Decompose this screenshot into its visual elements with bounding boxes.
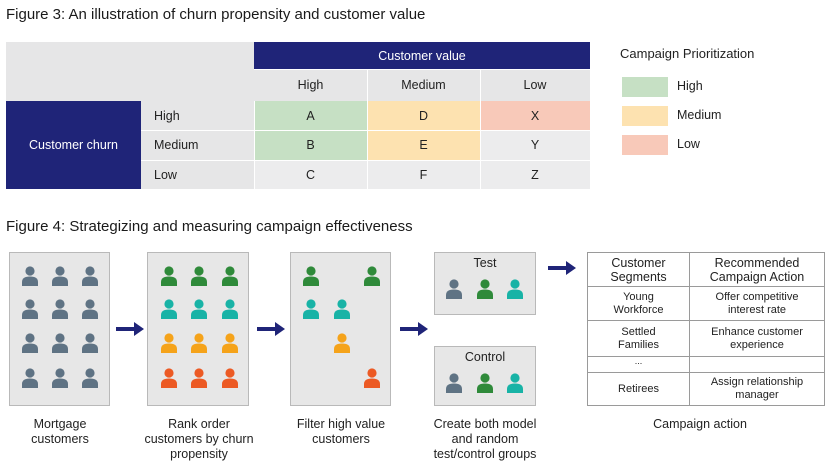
person-icon [303, 299, 319, 319]
person-icon [191, 266, 207, 286]
matrix-cell-c: C [254, 160, 367, 189]
priority-legend: Campaign Prioritization High Medium Low [620, 46, 820, 166]
table-divider [588, 372, 824, 373]
grid-line [254, 101, 255, 189]
figure3-title: Figure 3: An illustration of churn prope… [6, 6, 426, 23]
table-header-segments: Customer Segments [610, 255, 667, 284]
person-icon [22, 266, 38, 286]
person-icon [82, 368, 98, 388]
person-icon [161, 266, 177, 286]
flow-arrow-icon [400, 322, 428, 336]
matrix-corner [6, 42, 254, 101]
matrix-row-header: Customer churn [6, 101, 141, 189]
table-cell-segment: Retirees [618, 382, 659, 395]
table-divider [588, 320, 824, 321]
flow-arrow-icon [257, 322, 285, 336]
row-level-high: High [141, 101, 254, 130]
legend-title: Campaign Prioritization [620, 46, 755, 61]
person-icon [22, 333, 38, 353]
table-cell-action: Offer competitive interest rate [715, 290, 799, 316]
caption-rank-order: Rank order customers by churn propensity [144, 417, 254, 461]
person-icon [222, 368, 238, 388]
matrix-cell-z: Z [480, 160, 590, 189]
churn-value-matrix: Customer value High Medium Low Customer … [6, 42, 590, 189]
person-icon [22, 299, 38, 319]
grid-line [254, 69, 590, 70]
legend-swatch-low [622, 135, 668, 155]
matrix-cell-f: F [367, 160, 480, 189]
grid-line [141, 130, 590, 131]
control-group-label: Control [464, 350, 506, 364]
person-icon [82, 299, 98, 319]
person-icon [191, 299, 207, 319]
person-icon [161, 368, 177, 388]
matrix-col-header: Customer value [254, 42, 590, 69]
table-cell-empty [690, 357, 824, 372]
person-icon [477, 373, 493, 393]
person-icon [82, 333, 98, 353]
person-icon [303, 266, 319, 286]
col-level-low: Low [480, 69, 590, 101]
campaign-action-table: Customer Segments Recommended Campaign A… [587, 252, 825, 406]
person-icon [446, 373, 462, 393]
table-cell-segment: Young Workforce [613, 290, 664, 316]
table-divider [689, 253, 690, 405]
person-icon [222, 266, 238, 286]
matrix-cell-y: Y [480, 130, 590, 160]
legend-label-medium: Medium [677, 108, 722, 122]
grid-line [367, 69, 368, 189]
grid-line [480, 69, 481, 189]
caption-create-groups: Create both model and random test/contro… [433, 417, 537, 461]
person-icon [477, 279, 493, 299]
person-icon [82, 266, 98, 286]
person-icon [334, 299, 350, 319]
row-level-low: Low [141, 160, 254, 189]
caption-filter-high-value: Filter high value customers [296, 417, 386, 446]
test-group-label: Test [473, 256, 497, 270]
row-level-medium: Medium [141, 130, 254, 160]
person-icon [364, 266, 380, 286]
table-cell-segment: Settled Families [618, 325, 659, 351]
person-icon [334, 333, 350, 353]
caption-mortgage-customers: Mortgage customers [31, 417, 89, 446]
person-icon [507, 373, 523, 393]
person-icon [161, 299, 177, 319]
legend-label-low: Low [677, 137, 700, 151]
person-icon [222, 333, 238, 353]
person-icon [191, 333, 207, 353]
legend-swatch-medium [622, 106, 668, 126]
table-divider [588, 356, 824, 357]
matrix-cell-d: D [367, 101, 480, 130]
flow-arrow-icon [548, 261, 576, 275]
person-icon [446, 279, 462, 299]
table-cell-ellipsis: ... [634, 356, 643, 366]
matrix-cell-a: A [254, 101, 367, 130]
person-icon [22, 368, 38, 388]
person-icon [507, 279, 523, 299]
figure4-title: Figure 4: Strategizing and measuring cam… [6, 218, 413, 235]
table-cell-action: Enhance customer experience [711, 325, 803, 351]
col-level-medium: Medium [367, 69, 480, 101]
table-divider [588, 286, 824, 287]
person-icon [191, 368, 207, 388]
flow-arrow-icon [116, 322, 144, 336]
col-level-high: High [254, 69, 367, 101]
person-icon [52, 266, 68, 286]
grid-line [141, 160, 590, 161]
person-icon [52, 333, 68, 353]
person-icon [364, 368, 380, 388]
legend-label-high: High [677, 79, 703, 93]
matrix-cell-x: X [480, 101, 590, 130]
person-icon [52, 299, 68, 319]
person-icon [52, 368, 68, 388]
matrix-cell-b: B [254, 130, 367, 160]
table-header-action: Recommended Campaign Action [709, 255, 805, 284]
matrix-cell-e: E [367, 130, 480, 160]
table-cell-action: Assign relationship manager [710, 376, 804, 401]
person-icon [222, 299, 238, 319]
caption-campaign-action: Campaign action [653, 417, 747, 431]
person-icon [161, 333, 177, 353]
legend-swatch-high [622, 77, 668, 97]
